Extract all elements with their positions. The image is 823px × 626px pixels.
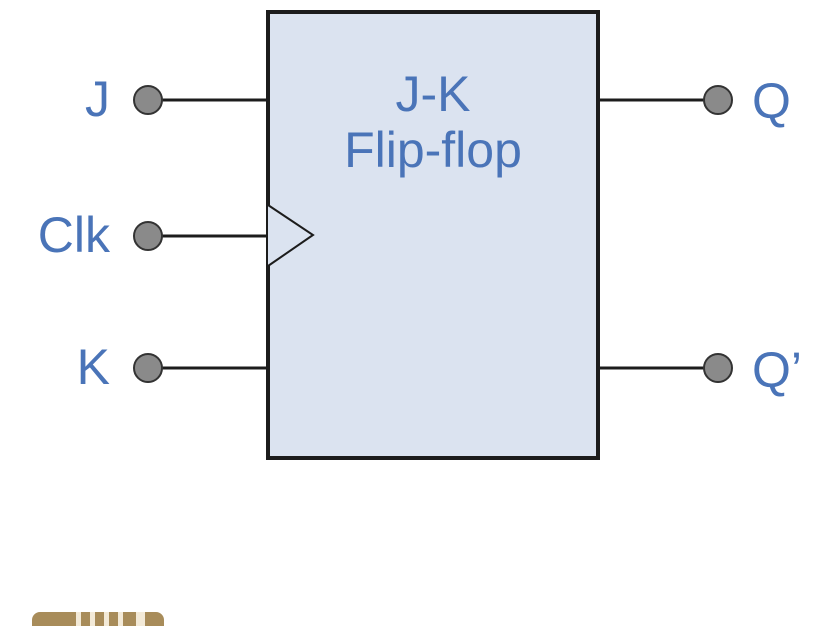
block-title: J-K Flip-flop xyxy=(268,66,598,178)
output-label-q: Q xyxy=(752,73,791,129)
logo-icon xyxy=(32,612,164,626)
q-pin xyxy=(703,85,733,115)
clock-triangle-icon xyxy=(267,204,315,267)
block-title-line2: Flip-flop xyxy=(344,122,522,178)
input-label-j: J xyxy=(85,71,110,127)
qbar-pin xyxy=(703,353,733,383)
k-pin xyxy=(133,353,163,383)
clk-pin xyxy=(133,221,163,251)
flipflop-block xyxy=(266,10,600,460)
block-title-line1: J-K xyxy=(395,66,471,122)
input-label-clk: Clk xyxy=(37,207,110,263)
j-pin xyxy=(133,85,163,115)
output-label-qbar: Q’ xyxy=(752,342,802,398)
input-label-k: K xyxy=(76,339,110,395)
